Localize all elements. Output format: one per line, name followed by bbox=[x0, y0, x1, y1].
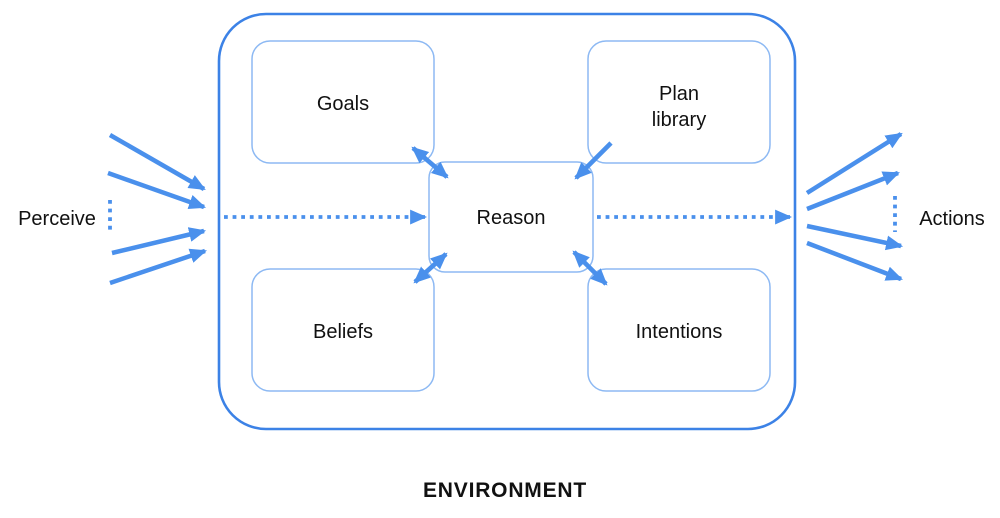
plan-library-box bbox=[587, 40, 771, 164]
perceive-arrow-1 bbox=[108, 133, 206, 191]
beliefs-reason-double-arrow bbox=[413, 252, 448, 284]
intentions-box bbox=[587, 268, 771, 392]
reason-label: Reason bbox=[477, 207, 546, 229]
reason-box bbox=[428, 161, 594, 273]
action-arrow-2 bbox=[806, 170, 900, 212]
perceive-arrow-2 bbox=[107, 170, 207, 210]
environment-label: ENVIRONMENT bbox=[423, 479, 587, 502]
perceive-arrow-4 bbox=[109, 248, 208, 286]
goals-label: Goals bbox=[317, 93, 369, 115]
actions-label: Actions bbox=[919, 208, 985, 230]
action-arrow-4 bbox=[806, 240, 903, 282]
intentions-reason-double-arrow bbox=[572, 250, 608, 286]
goals-reason-double-arrow bbox=[411, 146, 449, 179]
intentions-label: Intentions bbox=[636, 321, 723, 343]
action-arrow-1 bbox=[805, 132, 903, 195]
perceive-label: Perceive bbox=[18, 208, 96, 230]
plan-library-label-line2: library bbox=[652, 109, 706, 131]
beliefs-box bbox=[251, 268, 435, 392]
plan-library-to-reason-arrow bbox=[574, 141, 613, 180]
action-arrow-3 bbox=[806, 223, 904, 251]
beliefs-label: Beliefs bbox=[313, 321, 373, 343]
perceive-arrow-3 bbox=[111, 227, 207, 256]
goals-box bbox=[251, 40, 435, 164]
agent-boundary-box bbox=[217, 12, 797, 431]
plan-library-label-line1: Plan bbox=[659, 83, 699, 105]
